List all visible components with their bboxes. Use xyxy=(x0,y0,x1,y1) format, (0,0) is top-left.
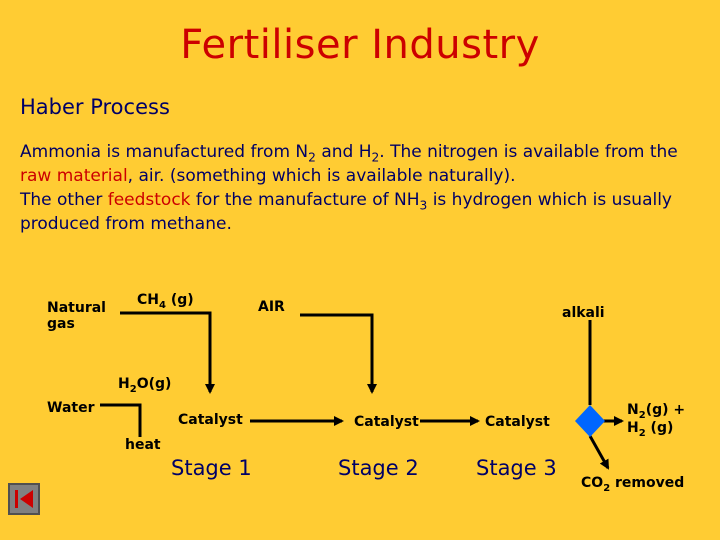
description-paragraph: Ammonia is manufactured from N2 and H2. … xyxy=(20,140,710,236)
water-label: Water xyxy=(47,400,95,416)
natural-gas-label: Natural gas xyxy=(47,300,106,332)
co2-out-arrow xyxy=(588,435,610,470)
raw-material-term: raw material xyxy=(20,166,128,186)
page-title: Fertiliser Industry xyxy=(180,22,540,68)
subtitle: Haber Process xyxy=(20,95,170,119)
para-sub: 2 xyxy=(308,150,316,165)
co2-text: CO xyxy=(581,475,604,491)
n2-state: (g) + xyxy=(645,402,686,418)
para-sub: 3 xyxy=(419,198,428,213)
air-feed-line xyxy=(300,313,377,394)
first-slide-icon xyxy=(15,490,33,508)
n2-product-label: N2(g) + xyxy=(627,402,686,421)
h2-state: (g) xyxy=(645,420,674,436)
feedstock-term: feedstock xyxy=(107,190,191,210)
catalyst-stage3-label: Catalyst xyxy=(485,414,550,430)
n2-text: N xyxy=(627,402,639,418)
para-text: . The nitrogen is available from the xyxy=(379,142,678,162)
stage2-label: Stage 2 xyxy=(338,456,419,480)
para-text: is hydrogen which is usually produced fr… xyxy=(20,190,672,234)
stage1-label: Stage 1 xyxy=(171,456,252,480)
h2-sub: 2 xyxy=(638,427,646,439)
ch4-state: (g) xyxy=(165,292,194,308)
h2o-state: O(g) xyxy=(136,376,172,392)
h2o-label: H2O(g) xyxy=(118,376,172,395)
catalyst-stage1-label: Catalyst xyxy=(178,412,243,428)
para-text: , air. (something which is available nat… xyxy=(127,166,516,186)
h2-product-label: H2 (g) xyxy=(627,420,674,439)
h2o-text: H xyxy=(118,376,130,392)
heat-label: heat xyxy=(125,437,161,453)
n2-sub: 2 xyxy=(638,409,646,421)
co2-sub: 2 xyxy=(603,482,611,494)
para-text: for the manufacture of NH xyxy=(190,190,420,210)
h2-text: H xyxy=(627,420,639,436)
co2-state: removed xyxy=(610,475,685,491)
ch4-text: CH xyxy=(137,292,159,308)
stage3-label: Stage 3 xyxy=(476,456,557,480)
first-slide-button[interactable] xyxy=(8,483,40,515)
ch4-label: CH4 (g) xyxy=(137,292,194,311)
air-label: AIR xyxy=(258,299,285,315)
para-sub: 2 xyxy=(371,150,380,165)
catalyst-stage2-label: Catalyst xyxy=(354,414,419,430)
co2-removed-label: CO2 removed xyxy=(581,475,685,494)
para-text: and H xyxy=(315,142,372,162)
ch4-feed-line xyxy=(120,311,215,394)
alkali-label: alkali xyxy=(562,305,605,321)
ch4-sub: 4 xyxy=(159,299,166,311)
para-text: The other xyxy=(20,190,108,210)
water-feed-line xyxy=(100,403,142,437)
separator-diamond xyxy=(575,405,605,437)
para-text: Ammonia is manufactured from N xyxy=(20,142,309,162)
h2o-sub: 2 xyxy=(129,383,137,395)
